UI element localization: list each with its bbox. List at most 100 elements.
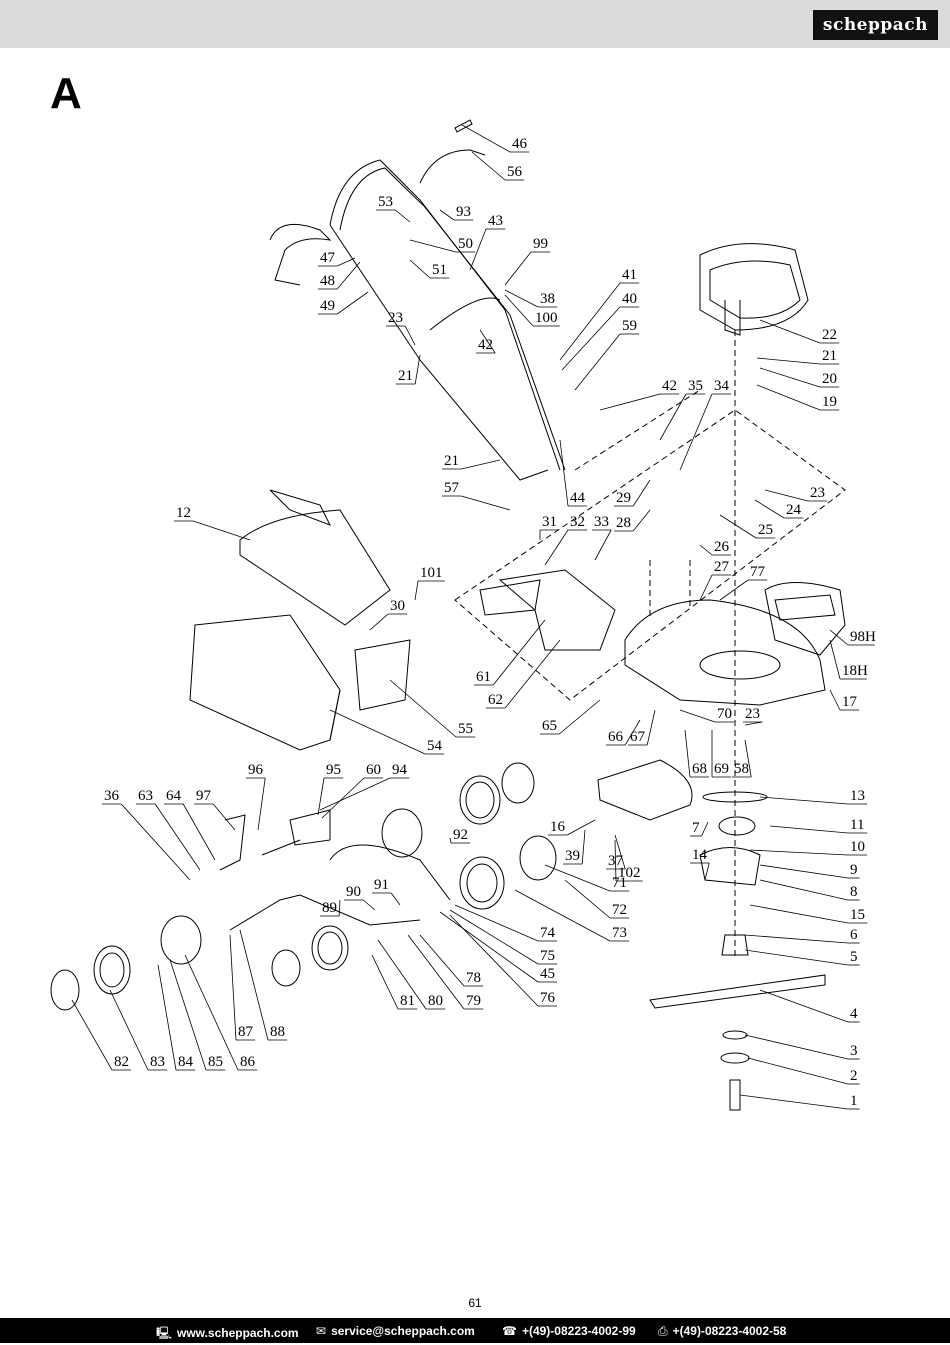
leader-line [699,574,713,601]
part-label: 97 [196,788,212,804]
part-label: 65 [542,718,557,734]
part-label: 62 [488,692,503,708]
telephone-icon: ☎ [502,1324,517,1338]
part-label: 80 [428,993,443,1009]
part-label: 42 [662,378,677,394]
part-label: 38 [540,291,555,307]
leader-line [471,151,506,181]
email-contact[interactable]: ✉service@scheppach.com [316,1324,475,1338]
part-label: 88 [270,1024,285,1040]
leader-line [371,954,399,1010]
part-label: 72 [612,902,627,918]
leader-line [229,934,237,1041]
leader-line [679,393,713,471]
leader-line [744,721,763,726]
part-label: 84 [178,1054,194,1070]
header-bar: scheppach [0,0,950,48]
part-label: 32 [570,514,585,530]
leader-line [377,939,427,1010]
part-label: 8 [850,884,858,900]
leader-line [317,777,325,816]
part-label: 19 [822,394,837,410]
part-label: 28 [616,515,631,531]
part-label: 75 [540,948,555,964]
part-label: 73 [612,925,627,941]
part-label: 82 [114,1054,129,1070]
leader-line [409,259,431,279]
part-label: 1 [850,1093,858,1109]
part-label: 67 [630,729,646,745]
leader-line [704,862,710,881]
leader-line [469,228,487,271]
leader-line [624,719,641,746]
leader-line [338,899,341,917]
part-label: 74 [540,925,556,941]
part-label: 11 [850,817,864,833]
part-label: 21 [444,453,459,469]
leader-line [756,357,821,365]
part-label: 39 [565,848,580,864]
leader-line [239,929,269,1041]
part-label: 54 [427,738,443,754]
part-label: 43 [488,213,503,229]
part-label: 42 [478,337,493,353]
leader-line [719,514,757,539]
part-label: 90 [346,884,361,900]
leader-line [120,803,191,881]
part-label: 47 [320,250,336,266]
leader-line [564,879,611,919]
leader-line [71,999,113,1071]
part-label: 87 [238,1024,254,1040]
leader-line [754,499,785,519]
leader-line [154,803,201,871]
leader-line [319,777,391,811]
leader-line [492,619,546,686]
website-contact[interactable]: 🖳www.scheppach.com [156,1324,299,1345]
part-label: 77 [750,564,766,580]
part-label: 37 [608,853,624,869]
part-label: 95 [326,762,341,778]
part-label: 36 [104,788,120,804]
part-label: 30 [390,598,405,614]
leader-line [337,257,356,267]
phone-text: +(49)-08223-4002-99 [521,1324,636,1338]
part-label: 101 [420,565,443,581]
part-label: 40 [622,291,637,307]
part-label: 3 [850,1043,858,1059]
leader-line [449,914,539,1007]
part-label: 48 [320,273,335,289]
leader-line [759,796,849,805]
leader-line [461,495,511,511]
part-label: 44 [570,490,586,506]
part-label: 69 [714,761,729,777]
part-label: 78 [466,970,481,986]
leader-line [369,613,389,631]
leader-line [336,291,369,315]
leader-line [599,393,661,411]
part-label: 96 [248,762,264,778]
email-text: service@scheppach.com [331,1324,475,1338]
leader-line [829,689,841,711]
leader-line [414,580,419,601]
part-label: 81 [400,993,415,1009]
leader-line [454,904,539,942]
leader-line [449,837,452,844]
part-label: 100 [535,310,558,326]
leader-line [567,819,596,836]
part-label: 85 [208,1054,223,1070]
leader-line [504,289,539,308]
leader-line [336,261,361,290]
website-text: www.scheppach.com [177,1326,299,1340]
part-label: 53 [378,194,393,210]
section-title: A [50,69,82,118]
leader-line [701,821,709,837]
leader-line [659,393,687,441]
leader-line [449,909,539,965]
part-label: 41 [622,267,637,283]
part-label: 2 [850,1068,858,1084]
leader-line [329,709,426,755]
drive-axle-drawing [219,809,451,931]
part-label: 60 [366,762,381,778]
leader-line [829,639,841,680]
